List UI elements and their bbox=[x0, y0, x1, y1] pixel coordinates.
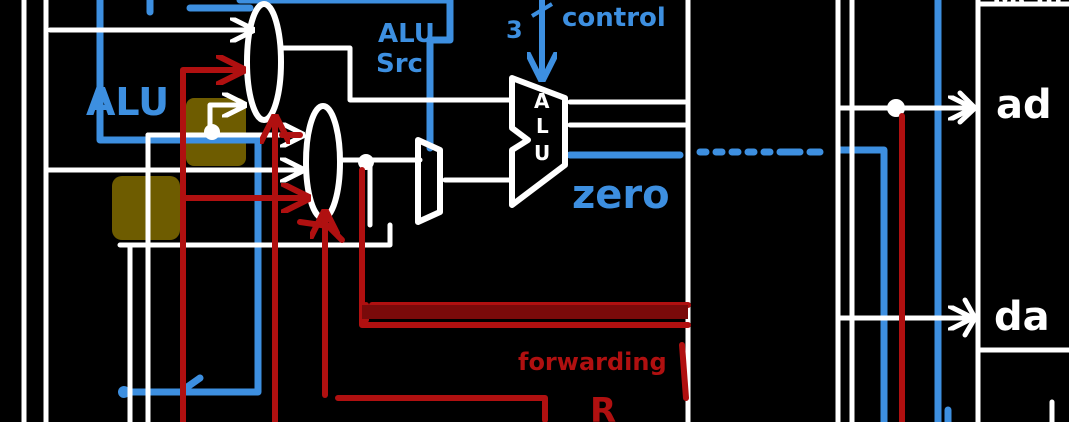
control-count-label: 3 bbox=[506, 16, 523, 44]
alu-unit bbox=[509, 75, 568, 208]
forward-mux-b bbox=[303, 103, 343, 221]
alu-letter-a: A bbox=[534, 89, 550, 113]
control-label: control bbox=[562, 3, 666, 33]
alu-letter-l: L bbox=[536, 114, 549, 138]
forward-mux-a bbox=[244, 1, 284, 123]
control-bus-slash bbox=[530, 2, 554, 18]
white-junction-dot-1 bbox=[204, 124, 220, 140]
red-arrow-to-mux-b bbox=[297, 219, 345, 243]
white-junction-dot-2 bbox=[358, 154, 374, 170]
alu-src-label-top: ALU bbox=[378, 19, 435, 49]
memory-label-partial: Mem bbox=[992, 0, 1063, 13]
zero-label: zero bbox=[572, 172, 670, 218]
r-label: R bbox=[590, 391, 616, 422]
alu-side-label: ALU bbox=[86, 80, 169, 124]
alu-src-label-bottom: Src bbox=[376, 49, 423, 79]
address-label-partial: ad bbox=[996, 82, 1052, 128]
forwarding-label: forwarding bbox=[518, 348, 667, 376]
alu-letter-u: U bbox=[534, 141, 550, 165]
white-junction-dot-3 bbox=[887, 99, 905, 117]
alu-src-mux bbox=[415, 137, 443, 225]
data-label-partial: da bbox=[994, 294, 1050, 340]
blue-junction-dot bbox=[118, 386, 130, 398]
